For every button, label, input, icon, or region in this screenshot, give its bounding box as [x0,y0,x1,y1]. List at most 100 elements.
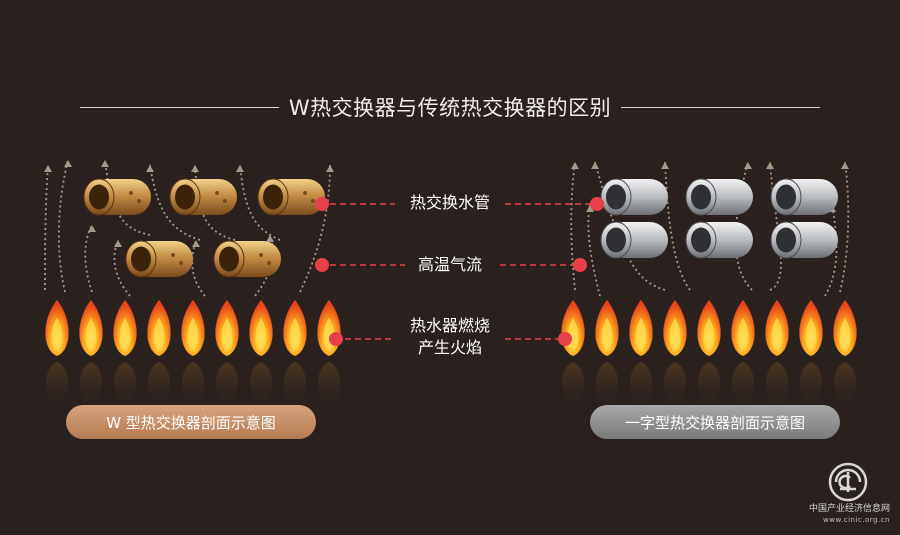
w-pipe-bottom-1-dot-2 [179,261,183,265]
label-pipe: 热交换水管 [409,193,490,212]
s-pipe-bottom-2 [685,221,753,259]
marker-airflow-right [573,258,587,272]
s-airflow-arrow-1 [570,161,579,291]
w-airflow-arrow-7 [236,164,281,241]
w-flame-8-reflection [284,362,306,412]
w-airflow-arrow-6-head [191,165,199,172]
w-pipe-bottom-2-dot-2 [267,261,271,265]
w-flame-3-core [119,318,131,350]
s-flame-6 [731,300,755,412]
s-airflow-arrow-6-head [841,162,849,169]
w-flame-6 [215,300,239,412]
w-airflow-arrow-9-head [266,235,274,242]
w-airflow-arrow-2 [57,159,72,293]
watermark-name: 中国产业经济信息网 [808,504,890,514]
w-airflow-arrow-11-head [192,240,200,247]
title-rule-left [80,106,279,108]
s-flame-4 [663,300,687,412]
w-pipe-top-2 [169,178,237,216]
s-flame-6-reflection [732,362,754,412]
s-flame-3-reflection [630,362,652,412]
marker-burner-left [329,332,343,346]
w-flame-3 [113,300,137,412]
w-flame-8 [283,300,307,412]
w-pipe-top-1-bore [89,184,109,210]
s-flame-2-reflection [596,362,618,412]
s-airflow-arrow-4-head [744,162,752,169]
w-airflow-arrow-6 [191,164,236,241]
w-flame-8-core [289,318,301,350]
w-airflow-arrow-1 [44,164,52,291]
s-flame-5-core [703,318,715,350]
s-airflow-arrow-1-head [571,162,579,169]
s-flame-9 [833,300,857,412]
s-flame-1-reflection [562,362,584,412]
w-airflow-arrow-4-head [101,160,109,167]
w-pipe-top-1-dot-1 [129,191,133,195]
w-pipe-top-3-dot-1 [303,191,307,195]
s-flame-5 [697,300,721,412]
w-flame-1-core [51,318,63,350]
w-flame-5-core [187,318,199,350]
s-pipe-top-2-bore [691,184,711,210]
w-pipe-bottom-2 [213,240,281,278]
w-pipe-top-2-bore [175,184,195,210]
w-airflow-arrow-5-path [149,164,201,241]
w-flame-6-reflection [216,362,238,412]
s-airflow-arrow-6-path [839,161,850,293]
w-flame-9-reflection [318,362,340,412]
w-flame-6-core [221,318,233,350]
w-airflow-arrow-1-head [44,165,52,172]
w-airflow-arrow-11-path [191,239,206,297]
w-flame-5-reflection [182,362,204,412]
w-flame-9 [317,300,341,412]
w-flame-7 [249,300,273,412]
s-airflow-arrow-1-path [570,161,576,291]
w-flame-2 [79,300,103,412]
w-pipe-bottom-1-bore [131,246,151,272]
s-flame-8-reflection [800,362,822,412]
s-flame-4-core [669,318,681,350]
w-airflow-arrow-3-head [88,225,96,232]
s-airflow-arrow-6 [839,161,850,293]
s-airflow-arrow-7-head [586,205,594,212]
s-flame-3-core [635,318,647,350]
s-pipe-top-1 [600,178,668,216]
w-pipe-top-2-dot-2 [223,199,227,203]
s-flame-7 [765,300,789,412]
s-pipe-bottom-1 [600,221,668,259]
w-pipe-bottom-2-bore [219,246,239,272]
w-flame-4-reflection [148,362,170,412]
w-pipe-top-1 [83,178,151,216]
s-airflow-arrow-3-path [664,161,691,291]
w-airflow-arrow-10 [113,239,131,297]
w-flame-3-reflection [114,362,136,412]
s-pipe-bottom-3-bore [776,227,796,253]
s-flame-7-core [771,318,783,350]
w-airflow-arrow-5 [146,164,201,241]
s-flame-2 [595,300,619,412]
s-flame-8-core [805,318,817,350]
watermark: 中国产业经济信息网 www.cinic.org.cn [809,504,890,526]
w-airflow-arrow-8-path [299,164,331,293]
w-airflow-arrow-10-head [114,240,122,247]
w-airflow-arrow-8 [299,164,334,293]
marker-airflow-left [315,258,329,272]
w-airflow-arrow-5-head [146,165,154,172]
w-pipe-bottom-1-dot-1 [171,253,175,257]
s-airflow-arrow-3 [661,161,691,291]
s-pipe-top-3-bore [776,184,796,210]
s-flame-9-core [839,318,851,350]
w-flame-2-reflection [80,362,102,412]
w-pipe-top-3-bore [263,184,283,210]
s-airflow-arrow-3-head [661,162,669,169]
w-flame-5 [181,300,205,412]
s-pipe-top-2 [685,178,753,216]
marker-pipe-left [315,197,329,211]
s-airflow-arrow-2 [591,161,666,291]
w-airflow-arrow-9 [254,234,274,297]
s-pipe-top-3 [770,178,838,216]
s-flame-8 [799,300,823,412]
